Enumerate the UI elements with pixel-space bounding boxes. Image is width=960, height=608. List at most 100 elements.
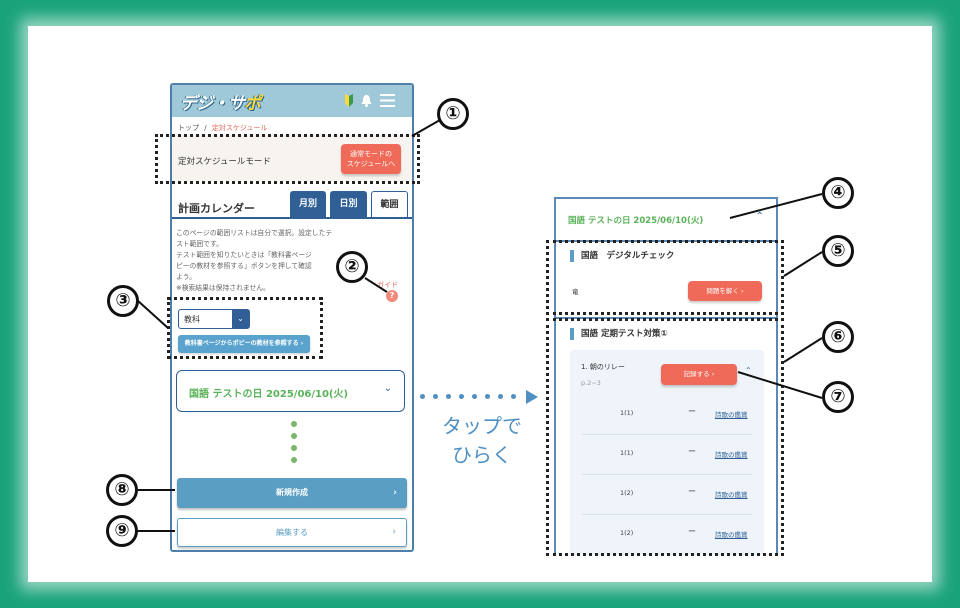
- test-day-accordion[interactable]: 国語 テストの日 2025/06/10(火) ⌄: [176, 370, 405, 412]
- breadcrumb-current: 定対スケジュール: [211, 124, 268, 132]
- more-items-dots: [291, 421, 297, 469]
- chevron-down-icon: ⌄: [232, 310, 249, 328]
- chevron-right-icon: ›: [392, 527, 396, 537]
- dot: [498, 394, 503, 399]
- breadcrumb: トップ / 定対スケジュール: [178, 123, 267, 133]
- callout-number: ⑧: [106, 474, 138, 506]
- dot: [291, 433, 297, 439]
- dot: [472, 394, 477, 399]
- lesson-title: 1. 朝のリレー: [581, 363, 625, 371]
- tab-monthly[interactable]: 月別: [290, 191, 326, 218]
- description-line: ピーの教材を参照する」ボタンを押して確認: [176, 262, 312, 270]
- beginner-mark-icon: [345, 94, 353, 107]
- tab-underline: [172, 217, 412, 219]
- tap-to-open-label: タップで ひらく: [432, 412, 532, 470]
- normal-mode-button-line1: 通常モードの: [350, 150, 392, 158]
- description-line: このページの範囲リストは自分で選択。設定したテ: [176, 229, 333, 237]
- callout-number: ④: [822, 177, 854, 209]
- subject-select-value: 教科: [184, 315, 200, 324]
- normal-mode-button[interactable]: 通常モードの スケジュールへ: [341, 144, 401, 174]
- chevron-down-icon: ⌄: [383, 383, 392, 394]
- dot: [420, 394, 425, 399]
- callout-box-select: [167, 297, 323, 359]
- bell-icon[interactable]: [361, 94, 372, 107]
- unit-cell: 1(2): [620, 489, 634, 497]
- dot: [291, 421, 297, 427]
- create-new-label: 新規作成: [276, 488, 308, 497]
- lesson-pages: p.2~3: [581, 379, 601, 387]
- hamburger-menu-icon[interactable]: [380, 94, 395, 107]
- digital-check-item: 竜: [572, 288, 579, 296]
- link-cell[interactable]: 詩歌の鑑賞: [715, 411, 748, 419]
- subject-select[interactable]: 教科 ⌄: [178, 309, 250, 329]
- link-cell[interactable]: 詩歌の鑑賞: [715, 531, 748, 539]
- table-row: 1(1) ー 詩歌の鑑賞: [582, 395, 752, 435]
- unit-cell: 1(2): [620, 529, 634, 537]
- dot: [459, 394, 464, 399]
- table-row: 1(1) ー 詩歌の鑑賞: [582, 435, 752, 475]
- callout-number: ⑨: [106, 515, 138, 547]
- chevron-up-icon[interactable]: ⌃: [755, 211, 764, 222]
- white-frame: [28, 26, 932, 582]
- callout-number: ③: [107, 285, 139, 317]
- phone-screen: デジ・サポ トップ / 定対スケジュール 定対スケジュールモード 通常モードの …: [170, 83, 414, 552]
- help-icon[interactable]: ?: [386, 290, 398, 302]
- detail-panel: 国語 テストの日 2025/06/10(火) ⌃ 国語 デジタルチェック 竜 問…: [554, 197, 778, 555]
- breadcrumb-separator: /: [204, 124, 207, 132]
- tap-label-line2: ひらく: [452, 443, 512, 467]
- callout-number: ⑥: [822, 321, 854, 353]
- chevron-right-icon: ›: [393, 488, 397, 498]
- dot: [446, 394, 451, 399]
- schedule-mode-panel: 定対スケジュールモード 通常モードの スケジュールへ: [172, 135, 412, 181]
- dot: [291, 445, 297, 451]
- app-header: デジ・サポ: [172, 85, 412, 117]
- dot: [433, 394, 438, 399]
- table-row: 1(2) ー 詩歌の鑑賞: [582, 475, 752, 515]
- description-line: テスト範囲を知りたいときは「教科書ページ: [176, 251, 312, 259]
- dot: [485, 394, 490, 399]
- teiki-test-title: 国語 定期テスト対策①: [570, 328, 668, 340]
- callout-number: ①: [437, 98, 469, 130]
- dash-cell: ー: [688, 407, 696, 416]
- textbook-reference-button[interactable]: 教科書ページからポピーの教材を参照する ›: [178, 335, 310, 353]
- callout-number: ⑤: [822, 235, 854, 267]
- logo-accent: ポ: [244, 94, 261, 114]
- edit-button[interactable]: 編集する ›: [177, 518, 407, 547]
- dash-cell: ー: [688, 487, 696, 496]
- arrow-right-icon: [526, 390, 538, 404]
- unit-cell: 1(1): [620, 409, 634, 417]
- mode-label: 定対スケジュールモード: [178, 157, 271, 167]
- chevron-up-icon[interactable]: ⌃: [745, 366, 752, 375]
- range-description: このページの範囲リストは自分で選択。設定したテ スト範囲です。 テスト範囲を知り…: [176, 228, 356, 294]
- create-new-button[interactable]: 新規作成 ›: [177, 478, 407, 508]
- solve-button[interactable]: 問題を解く ›: [688, 281, 762, 301]
- dot: [291, 457, 297, 463]
- tab-range[interactable]: 範囲: [371, 191, 408, 218]
- guide-label[interactable]: ガイド: [377, 281, 398, 289]
- link-cell[interactable]: 詩歌の鑑賞: [715, 451, 748, 459]
- dot: [511, 394, 516, 399]
- accordion-label: 国語 テストの日 2025/06/10(火): [189, 389, 349, 400]
- unit-cell: 1(1): [620, 449, 634, 457]
- app-logo[interactable]: デジ・サポ: [180, 89, 261, 114]
- callout-number: ⑦: [822, 381, 854, 413]
- description-line: スト範囲です。: [176, 240, 223, 248]
- logo-text: デジ・サ: [180, 94, 245, 114]
- dash-cell: ー: [688, 447, 696, 456]
- tap-label-line1: タップで: [442, 414, 522, 438]
- description-line: ※検索結果は保持されません。: [176, 284, 270, 292]
- table-row: 1(2) ー 詩歌の鑑賞: [582, 515, 752, 554]
- callout-box-teiki-test: [546, 318, 784, 556]
- tab-daily[interactable]: 日別: [330, 191, 367, 218]
- callout-box-digital-check: [546, 240, 784, 315]
- link-cell[interactable]: 詩歌の鑑賞: [715, 491, 748, 499]
- digital-check-title: 国語 デジタルチェック: [570, 250, 674, 262]
- detail-header[interactable]: 国語 テストの日 2025/06/10(火): [568, 216, 704, 226]
- normal-mode-button-line2: スケジュールへ: [346, 160, 396, 168]
- edit-label: 編集する: [276, 528, 308, 537]
- callout-box-mode: [155, 134, 420, 184]
- breadcrumb-top[interactable]: トップ: [178, 124, 199, 132]
- calendar-title: 計画カレンダー: [178, 202, 255, 215]
- record-button[interactable]: 記録する ›: [661, 364, 737, 385]
